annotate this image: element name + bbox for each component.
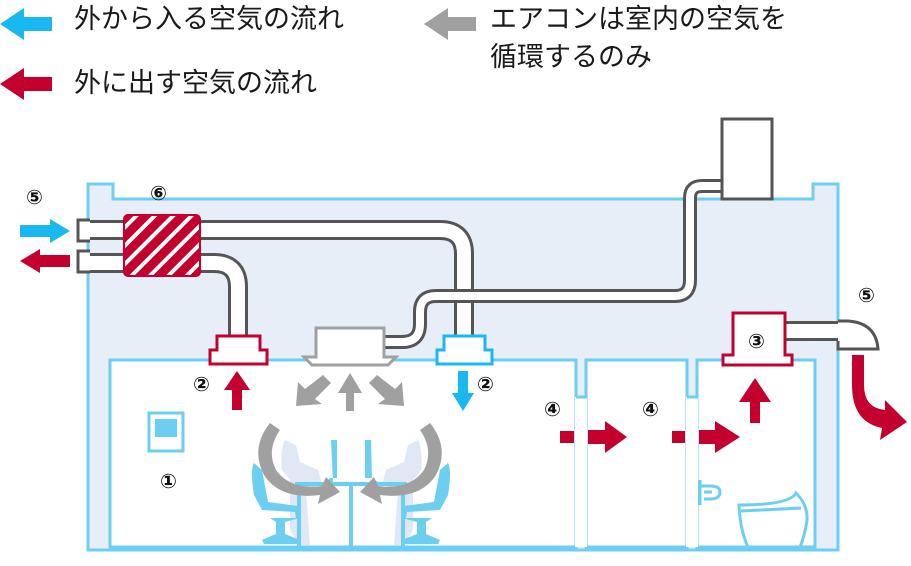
outdoor-aircon-unit xyxy=(720,117,774,201)
legend-aircon-label-line1: エアコンは室内の空気を xyxy=(490,4,787,35)
corridor-arrow-4-icon xyxy=(699,421,740,453)
exhaust-outside-arrow-icon xyxy=(20,249,70,273)
corridor-arrow-3-icon xyxy=(672,431,685,443)
label-undercut-4-left: ④ xyxy=(544,397,561,421)
aircon-arrow-shape xyxy=(424,8,476,40)
indoor-aircon-unit xyxy=(300,326,400,367)
supply-down-arrow-icon xyxy=(452,371,474,411)
label-outside-5-right: ⑤ xyxy=(858,283,875,307)
intake-arrows xyxy=(20,219,474,411)
exhaust-up-arrow-icon xyxy=(224,371,250,410)
intake-outside-arrow-icon xyxy=(20,219,70,243)
monitor-left xyxy=(326,440,337,482)
label-toilet-fan-3: ③ xyxy=(748,329,765,353)
aircon-arrow-left-icon xyxy=(296,375,331,406)
intake-vent-cap xyxy=(76,218,90,243)
monitor-right xyxy=(365,440,378,482)
heat-exchanger xyxy=(123,214,201,277)
desk-leg-center xyxy=(349,482,353,547)
exhaust-arrow-shape xyxy=(0,68,52,100)
aircon-arrow-up-icon xyxy=(338,373,362,411)
toilet-exhaust-fan xyxy=(721,311,794,367)
chair-right xyxy=(402,463,450,544)
thermostat-screen xyxy=(155,419,177,437)
legend-exhaust-label: 外に出す空気の流れ xyxy=(74,68,317,99)
legend-aircon-label-line2: 循環するのみ xyxy=(490,42,652,73)
chair-left xyxy=(252,463,300,544)
aircon-arrows xyxy=(258,373,442,504)
exhaust-grille xyxy=(208,334,269,366)
legend-exhaust-arrow-icon xyxy=(0,68,52,100)
outside-vents-left xyxy=(76,218,90,274)
exhaust-duct-inner xyxy=(80,256,245,336)
toilet-fixtures xyxy=(698,480,809,549)
corridor-arrow-2-icon xyxy=(588,421,627,453)
supply-grille xyxy=(435,334,494,366)
aircon-pipe-inner xyxy=(385,182,722,346)
outside-hood-right xyxy=(836,319,880,351)
label-exhaust-grille-2: ② xyxy=(193,372,210,396)
aircon-arrow-right-icon xyxy=(369,375,404,406)
legend-intake-label: 外から入る空気の流れ xyxy=(74,4,344,35)
supply-duct-inner xyxy=(80,223,471,336)
aircon-circulate-right-icon xyxy=(360,423,442,504)
door-undercut-2 xyxy=(686,397,698,547)
intake-arrow-shape xyxy=(0,8,52,40)
label-supply-grille-2: ② xyxy=(477,372,494,396)
aircon-circulate-left-icon xyxy=(258,423,340,504)
toilet-up-arrow-icon xyxy=(739,378,771,423)
outside-exhaust-curve-arrow-icon xyxy=(852,355,907,440)
label-heat-exchanger-6: ⑥ xyxy=(150,181,167,205)
label-outside-5-left: ⑤ xyxy=(26,185,43,209)
label-thermostat-1: ① xyxy=(160,469,177,493)
ducts xyxy=(80,179,850,349)
toilet-paper-holder xyxy=(698,480,722,505)
exhaust-arrows xyxy=(20,249,907,453)
door-undercut-1 xyxy=(575,397,587,547)
label-undercut-4-right: ④ xyxy=(642,397,659,421)
room-corridor xyxy=(584,358,689,549)
legend-aircon-arrow-icon xyxy=(424,8,476,40)
corridor-arrow-1-icon xyxy=(560,431,574,443)
exhaust-vent-cap xyxy=(76,249,90,274)
legend-intake-arrow-icon xyxy=(0,8,52,40)
toilet-bowl xyxy=(737,490,809,549)
